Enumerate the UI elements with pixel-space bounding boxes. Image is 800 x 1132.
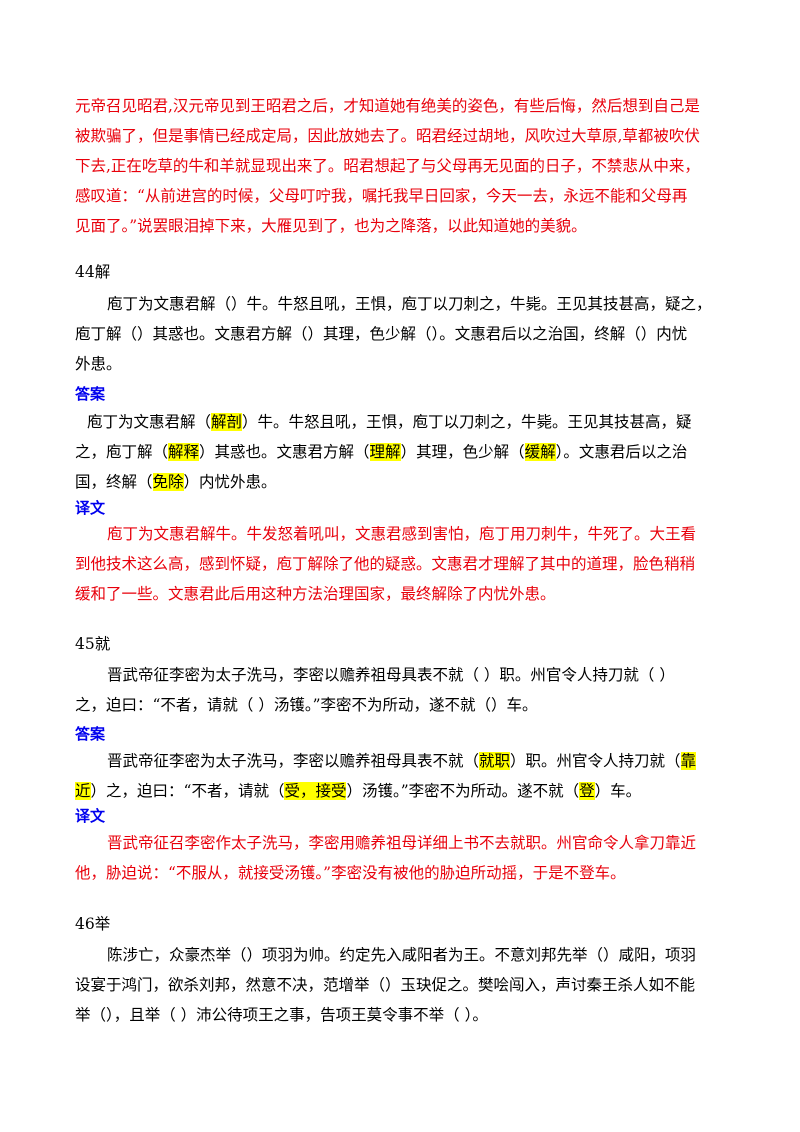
answer-highlight: 就职	[479, 752, 511, 770]
answer-text: ）牛。牛怒且吼，王惧，庖丁以刀刺之，牛毙。王见其技甚高，疑	[242, 413, 692, 431]
question-line: 庖丁为文惠君解（）牛。牛怒且吼，王惧，庖丁以刀刺之，牛毙。王见其技甚高，疑之，	[107, 295, 712, 313]
answer-text: ）内忧外患。	[183, 473, 277, 491]
answer-text: ）车。	[594, 782, 642, 800]
answer-highlight: 解释	[168, 443, 200, 461]
section-45-question: 晋武帝征李密为太子洗马，李密以赡养祖母具表不就（ ）职。州官令人持刀就（ ） 之…	[75, 660, 741, 720]
question-line: 晋武帝征李密为太子洗马，李密以赡养祖母具表不就（ ）职。州官令人持刀就（ ）	[107, 666, 675, 684]
answer-highlight: 缓解	[524, 443, 556, 461]
answer-line: 晋武帝征李密为太子洗马，李密以赡养祖母具表不就（就职）职。州官令人持刀就（靠	[75, 746, 741, 776]
section-44-question: 庖丁为文惠君解（）牛。牛怒且吼，王惧，庖丁以刀刺之，牛毙。王见其技甚高，疑之， …	[75, 289, 741, 379]
top-translation: 元帝召见昭君,汉元帝见到王昭君之后，才知道她有绝美的姿色，有些后悔，然后想到自己…	[75, 91, 741, 241]
translation-line: 缓和了一些。文惠君此后用这种方法治理国家，最终解除了内忧外患。	[75, 585, 556, 603]
translation-line: 晋武帝征召李密作太子洗马，李密用赡养祖母详细上书不去就职。州官命令人拿刀靠近	[107, 834, 697, 852]
section-44-translation-label: 译文	[75, 499, 106, 517]
question-line: 设宴于鸿门，欲杀刘邦，然意不决，范增举（）玉玦促之。樊哙闯入，声讨秦王杀人如不能	[75, 976, 696, 994]
answer-highlight: 受，接受	[284, 782, 347, 800]
section-45-translation: 晋武帝征召李密作太子洗马，李密用赡养祖母详细上书不去就职。州官命令人拿刀靠近 他…	[75, 828, 741, 888]
answer-text: ）。文惠君后以之治	[555, 443, 688, 461]
section-44-translation: 庖丁为文惠君解牛。牛发怒着吼叫，文惠君感到害怕，庖丁用刀刺牛，牛死了。大王看 到…	[75, 519, 741, 609]
section-45-answer: 晋武帝征李密为太子洗马，李密以赡养祖母具表不就（就职）职。州官令人持刀就（靠 近…	[75, 746, 741, 806]
answer-highlight: 理解	[369, 443, 401, 461]
answer-text: 庖丁为文惠君解（	[87, 413, 212, 431]
answer-highlight: 登	[579, 782, 595, 800]
answer-highlight: 解剖	[211, 413, 243, 431]
question-line: 陈涉亡，众豪杰举（）项羽为帅。约定先入咸阳者为王。不意刘邦先举（）咸阳，项羽	[107, 946, 697, 964]
answer-line: 近）之，迫曰：“不者，请就（受，接受）汤镬。”李密不为所动。遂不就（登）车。	[75, 776, 741, 806]
answer-text: 之，庖丁解（	[75, 443, 169, 461]
answer-line: 庖丁为文惠君解（解剖）牛。牛怒且吼，王惧，庖丁以刀刺之，牛毙。王见其技甚高，疑	[75, 407, 741, 437]
section-45-heading: 45就	[75, 635, 111, 653]
section-46-question: 陈涉亡，众豪杰举（）项羽为帅。约定先入咸阳者为王。不意刘邦先举（）咸阳，项羽 设…	[75, 940, 741, 1030]
answer-text: ）汤镬。”李密不为所动。遂不就（	[346, 782, 580, 800]
answer-text: ）之，迫曰：“不者，请就（	[90, 782, 285, 800]
question-line: 外患。	[75, 355, 122, 373]
answer-highlight: 近	[75, 782, 91, 800]
translation-line: 元帝召见昭君,汉元帝见到王昭君之后，才知道她有绝美的姿色，有些后悔，然后想到自己…	[75, 97, 700, 115]
question-line: 之，迫曰：“不者，请就（ ）汤镬。”李密不为所动，遂不就（）车。	[75, 696, 538, 714]
question-line: 庖丁解（）其惑也。文惠君方解（）其理，色少解（）。文惠君后以之治国，终解（）内忧	[75, 325, 688, 343]
translation-line: 被欺骗了，但是事情已经成定局，因此放她去了。昭君经过胡地，风吹过大草原,草都被吹…	[75, 127, 700, 145]
section-45-answer-label: 答案	[75, 725, 106, 743]
question-line: 举（），且举（ ）沛公待项王之事，告项王莫令事不举（ ）。	[75, 1006, 488, 1024]
answer-text: ）职。州官令人持刀就（	[510, 752, 681, 770]
section-44-answer: 庖丁为文惠君解（解剖）牛。牛怒且吼，王惧，庖丁以刀刺之，牛毙。王见其技甚高，疑 …	[75, 407, 741, 497]
answer-line: 国，终解（免除）内忧外患。	[75, 467, 741, 497]
translation-line: 下去,正在吃草的牛和羊就显现出来了。昭君想起了与父母再无见面的日子，不禁悲从中来…	[75, 157, 700, 175]
translation-line: 他，胁迫说：“不服从，就接受汤镬。”李密没有被他的胁迫所动摇，于是不登车。	[75, 864, 626, 882]
answer-line: 之，庖丁解（解释）其惑也。文惠君方解（理解）其理，色少解（缓解）。文惠君后以之治	[75, 437, 741, 467]
answer-text: ）其惑也。文惠君方解（	[199, 443, 370, 461]
answer-text: 国，终解（	[75, 473, 153, 491]
translation-line: 庖丁为文惠君解牛。牛发怒着吼叫，文惠君感到害怕，庖丁用刀刺牛，牛死了。大王看	[107, 525, 697, 543]
translation-line: 见面了。”说罢眼泪掉下来，大雁见到了，也为之降落，以此知道她的美貌。	[75, 217, 587, 235]
answer-text: 晋武帝征李密为太子洗马，李密以赡养祖母具表不就（	[107, 752, 480, 770]
answer-highlight: 免除	[152, 473, 184, 491]
section-46-heading: 46举	[75, 915, 111, 933]
section-44-answer-label: 答案	[75, 385, 106, 403]
answer-highlight: 靠	[680, 752, 697, 770]
translation-line: 到他技术这么高，感到怀疑，庖丁解除了他的疑惑。文惠君才理解了其中的道理，脸色稍稍	[75, 555, 696, 573]
answer-text: ）其理，色少解（	[400, 443, 525, 461]
section-44-heading: 44解	[75, 263, 111, 281]
section-45-translation-label: 译文	[75, 807, 106, 825]
translation-line: 感叹道：“从前进宫的时候，父母叮咛我，嘱托我早日回家，今天一去，永远不能和父母再	[75, 187, 688, 205]
